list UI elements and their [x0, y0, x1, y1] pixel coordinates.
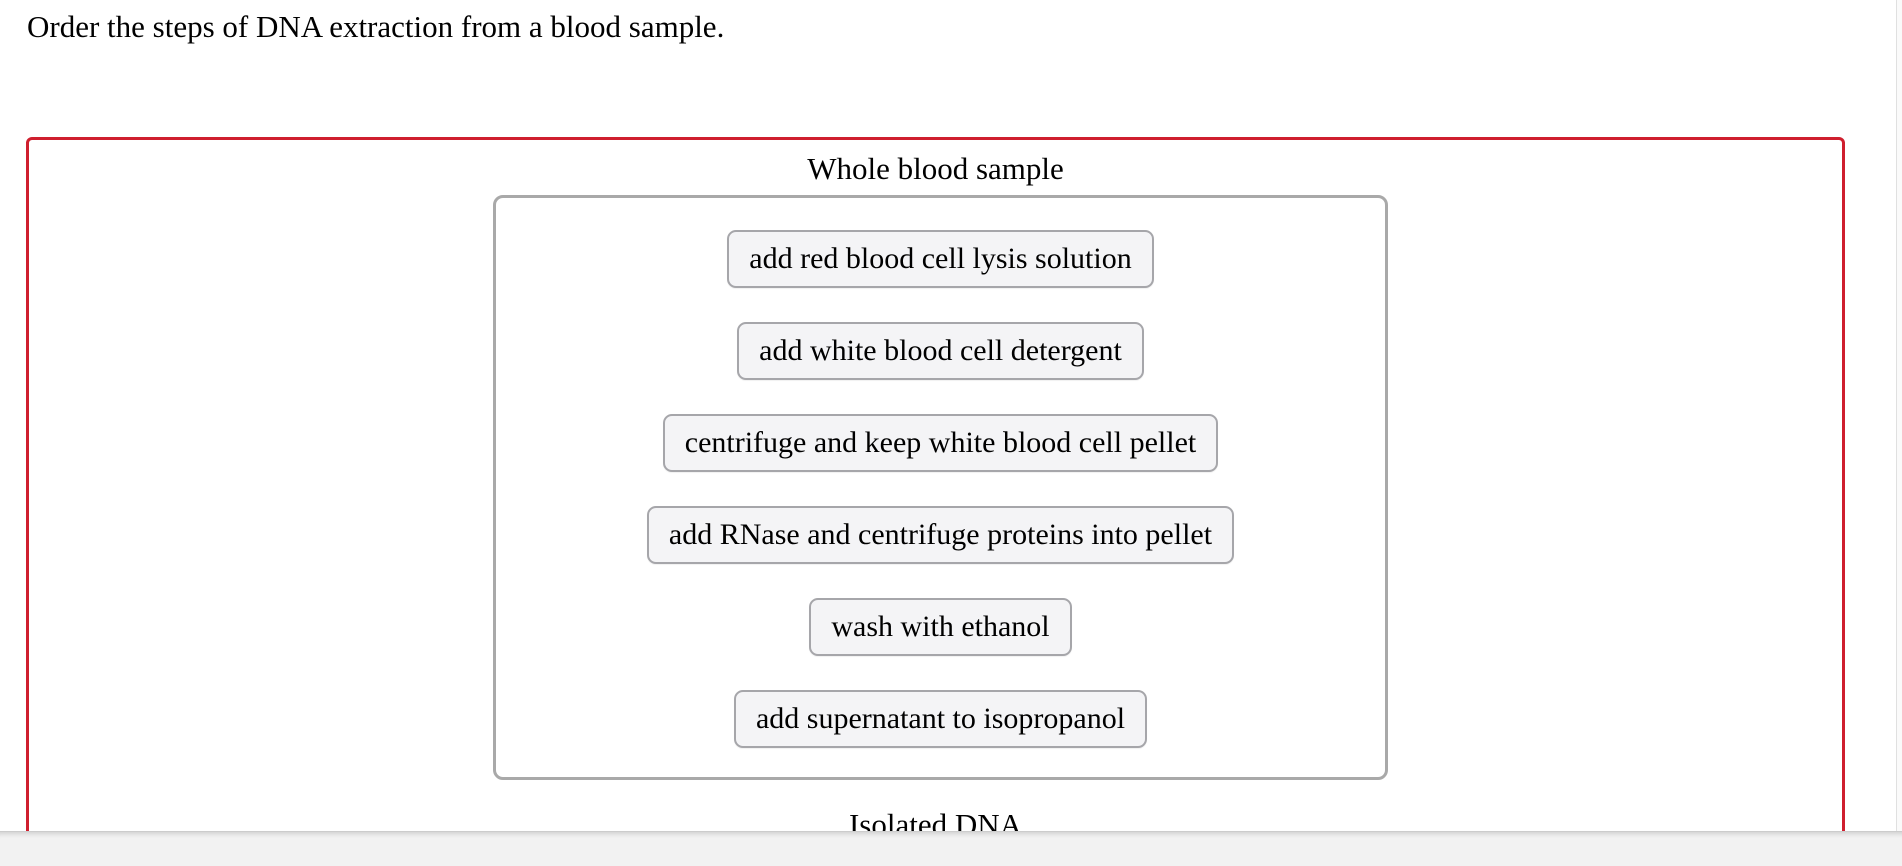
- start-label: Whole blood sample: [807, 151, 1064, 186]
- bottom-toolbar: [0, 831, 1902, 866]
- step-card[interactable]: add supernatant to isopropanol: [733, 690, 1148, 748]
- step-card[interactable]: add red blood cell lysis solution: [727, 230, 1154, 288]
- step-bank: add red blood cell lysis solution add wh…: [493, 195, 1388, 780]
- step-card[interactable]: centrifuge and keep white blood cell pel…: [662, 414, 1219, 472]
- scrollbar-track[interactable]: [1896, 0, 1902, 831]
- question-prompt: Order the steps of DNA extraction from a…: [27, 9, 725, 44]
- step-card[interactable]: add white blood cell detergent: [737, 322, 1144, 380]
- step-card[interactable]: wash with ethanol: [809, 598, 1072, 656]
- step-card[interactable]: add RNase and centrifuge proteins into p…: [646, 506, 1235, 564]
- ordering-drop-region[interactable]: Whole blood sample add red blood cell ly…: [26, 137, 1845, 866]
